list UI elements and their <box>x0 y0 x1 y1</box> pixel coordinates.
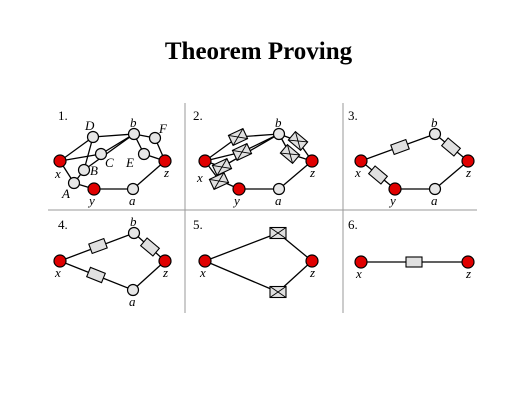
node-z <box>305 154 319 168</box>
slide-title: Theorem Proving <box>164 38 353 65</box>
label-F: F <box>158 121 168 136</box>
crossed-box <box>269 285 287 299</box>
plain-box <box>367 165 389 185</box>
plain-box <box>405 256 423 268</box>
node-a <box>126 182 140 196</box>
node-F <box>148 131 162 145</box>
node-D <box>86 130 100 144</box>
node-y <box>232 182 246 196</box>
label-b: b <box>275 115 282 130</box>
panel-number: 4. <box>58 217 68 232</box>
label-D: D <box>84 118 95 133</box>
plain-box <box>88 237 108 255</box>
crossed-box <box>287 130 309 152</box>
node-z <box>305 254 319 268</box>
label-b: b <box>130 214 137 229</box>
label-x: x <box>196 170 203 185</box>
crossed-box <box>227 127 249 147</box>
label-b: b <box>130 115 137 130</box>
panel-number: 6. <box>348 217 358 232</box>
node-b <box>127 226 141 240</box>
crossed-box <box>269 226 287 240</box>
node-x <box>354 255 368 269</box>
panel-5: 5. x z <box>193 217 319 299</box>
label-a: a <box>275 193 282 208</box>
crossed-box <box>231 142 253 162</box>
panel-number: 2. <box>193 108 203 123</box>
label-a: a <box>129 193 136 208</box>
label-C: C <box>105 155 114 170</box>
label-y: y <box>87 193 95 208</box>
plain-box <box>390 138 410 156</box>
node-a <box>272 182 286 196</box>
label-z: z <box>162 265 168 280</box>
label-x: x <box>354 165 361 180</box>
label-a: a <box>129 294 136 309</box>
label-x: x <box>199 265 206 280</box>
plain-box <box>139 237 161 257</box>
panel-2: 2. <box>193 108 319 208</box>
node-a <box>126 283 140 297</box>
node-E <box>137 147 151 161</box>
crossed-box <box>279 143 301 165</box>
panel-number: 3. <box>348 108 358 123</box>
node-y <box>388 182 402 196</box>
plain-box <box>440 137 462 157</box>
panel-1: 1. <box>53 108 172 208</box>
label-z: z <box>465 266 471 281</box>
label-y: y <box>232 193 240 208</box>
crossed-box <box>211 157 233 177</box>
node-x <box>198 154 212 168</box>
panel-4: 4. b x z a <box>53 214 172 309</box>
node-b <box>272 127 286 141</box>
label-B: B <box>90 163 98 178</box>
node-x <box>53 254 67 268</box>
node-a <box>428 182 442 196</box>
label-z: z <box>465 165 471 180</box>
crossed-box <box>208 171 230 191</box>
node-C <box>94 147 108 161</box>
node-b <box>428 127 442 141</box>
label-z: z <box>309 265 315 280</box>
node-A <box>67 176 81 190</box>
node-x <box>198 254 212 268</box>
label-x: x <box>54 166 61 181</box>
label-x: x <box>355 266 362 281</box>
label-a: a <box>431 193 438 208</box>
label-A: A <box>61 186 70 201</box>
node-B <box>77 163 91 177</box>
node-x <box>354 154 368 168</box>
label-x: x <box>54 265 61 280</box>
panel-number: 5. <box>193 217 203 232</box>
node-y <box>87 182 101 196</box>
label-z: z <box>309 165 315 180</box>
node-z <box>461 255 475 269</box>
node-x <box>53 154 67 168</box>
node-z <box>461 154 475 168</box>
label-E: E <box>125 155 134 170</box>
panel-3: 3. b x z y a <box>348 108 475 208</box>
label-y: y <box>388 193 396 208</box>
plain-box <box>85 266 107 284</box>
panel-6: 6. x z <box>348 217 475 281</box>
panel-number: 1. <box>58 108 68 123</box>
label-b: b <box>431 115 438 130</box>
node-z <box>158 254 172 268</box>
node-b <box>127 127 141 141</box>
label-z: z <box>163 165 169 180</box>
node-z <box>158 154 172 168</box>
